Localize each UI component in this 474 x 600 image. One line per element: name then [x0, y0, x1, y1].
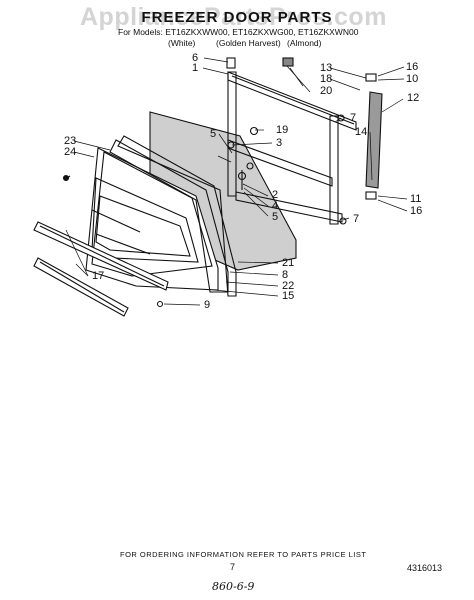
callout-23: 23: [64, 135, 76, 147]
callout-15: 15: [282, 290, 294, 302]
callout-21: 21: [282, 257, 294, 269]
handle-cap-top: [365, 73, 377, 82]
color-white: (White): [168, 38, 196, 48]
callout-7-bottom: 7: [353, 213, 359, 225]
callout-5-bottom: 5: [272, 211, 278, 223]
hinge-pin: [226, 57, 236, 69]
watermark: AppliancePartsPros.com: [80, 3, 387, 31]
callout-17: 17: [92, 270, 104, 282]
top-hinge-bar: [227, 71, 357, 131]
callout-6: 6: [192, 52, 198, 64]
callout-2: 2: [272, 189, 278, 201]
models-line: For Models: ET16ZKXWW00, ET16ZKXWG00, ET…: [118, 27, 359, 37]
callout-12: 12: [407, 92, 419, 104]
callout-13: 13: [320, 62, 332, 74]
part-number: 4316013: [407, 563, 443, 573]
cap-plug: [282, 57, 294, 67]
handwritten-note: 860-6-9: [212, 580, 255, 593]
page-number: 7: [230, 562, 236, 572]
page-title: FREEZER DOOR PARTS: [141, 9, 333, 26]
callout-4: 4: [272, 200, 278, 212]
callout-1: 1: [192, 62, 198, 74]
screw-a: [249, 126, 259, 136]
door-handle: [365, 91, 383, 189]
bottom-bar: [235, 191, 343, 223]
callout-22: 22: [282, 280, 294, 292]
callout-14: 14: [355, 126, 367, 138]
color-golden-harvest: (Golden Harvest): [216, 38, 281, 48]
callout-11: 11: [410, 193, 421, 205]
screw-d: [246, 162, 254, 170]
door-gasket: [109, 139, 229, 293]
handle-cap-bottom: [365, 191, 377, 200]
callout-20: 20: [320, 85, 332, 97]
callout-labels: 6 1 13 18 20 16 10 12 7 14 5 19 3 23 24 …: [64, 52, 422, 311]
callout-3: 3: [276, 137, 282, 149]
screw-h: [156, 300, 164, 308]
callout-19: 19: [276, 124, 288, 136]
callout-24: 24: [64, 146, 76, 158]
callout-18: 18: [320, 73, 332, 85]
screw-e: [337, 114, 345, 122]
right-door-channel: [329, 115, 339, 225]
screw-g: [62, 174, 70, 182]
callout-16-top: 16: [406, 61, 418, 73]
callout-9: 9: [204, 299, 210, 311]
callout-7-top: 7: [350, 112, 356, 124]
screw-f: [339, 217, 347, 225]
callout-8: 8: [282, 269, 288, 281]
ordering-note: FOR ORDERING INFORMATION REFER TO PARTS …: [120, 550, 367, 559]
callout-10: 10: [406, 73, 418, 85]
callout-5-top: 5: [210, 128, 216, 140]
door-liner: [85, 147, 219, 291]
callout-16-bottom: 16: [410, 205, 422, 217]
color-almond: (Almond): [287, 38, 322, 48]
